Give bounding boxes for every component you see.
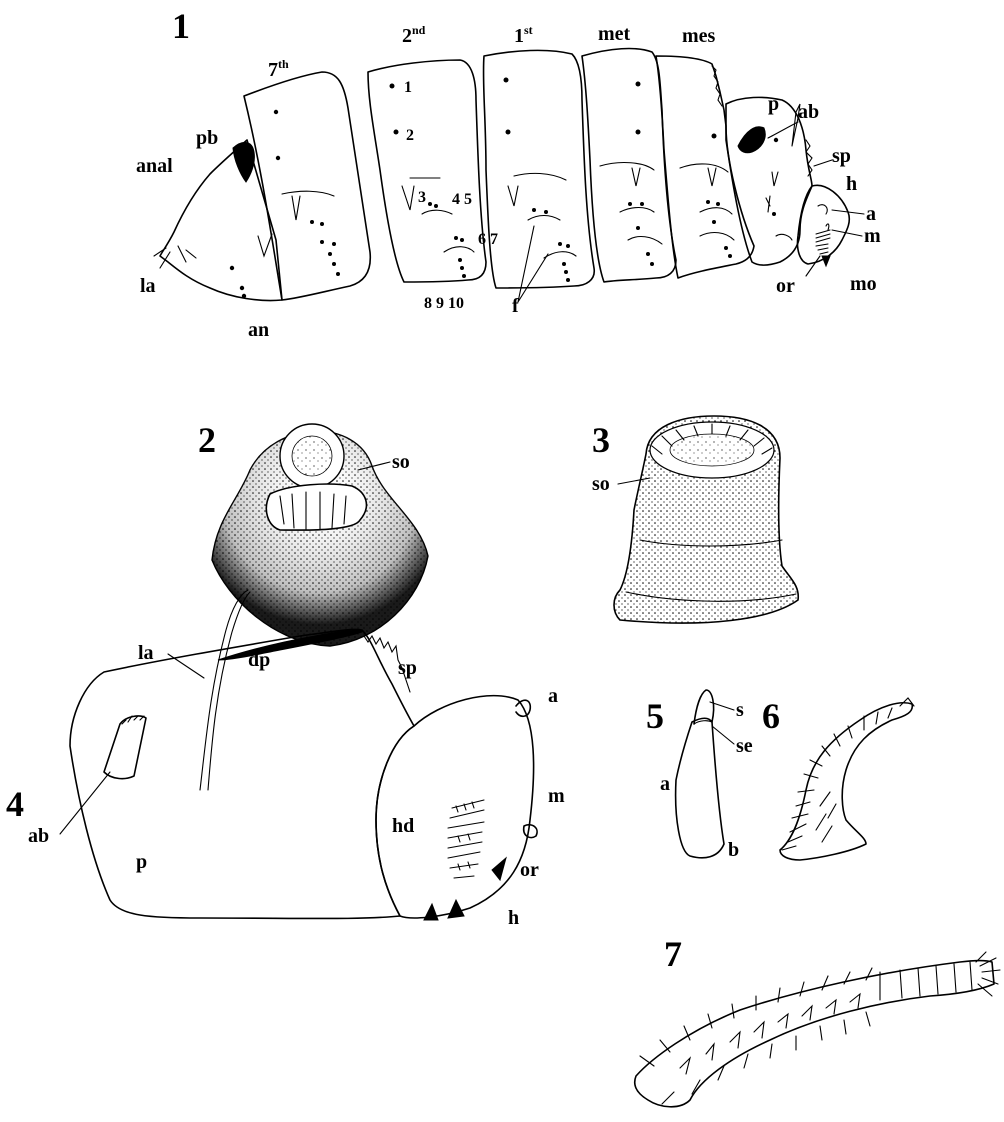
fig2-dome-center xyxy=(292,436,332,476)
label-sp: sp xyxy=(832,145,851,167)
figure-2-number: 2 xyxy=(198,420,216,460)
mesothorax-setae xyxy=(680,134,734,259)
segment-label-met: met xyxy=(598,23,631,45)
figure-3-sensory-organ-b: 3 so xyxy=(592,416,798,623)
segment-label-1st: 1st xyxy=(514,23,533,47)
fig4-oral-ridges xyxy=(448,800,484,878)
metathorax-outline xyxy=(582,49,676,282)
head-oral-ridges xyxy=(816,230,830,254)
fig2-label-so: so xyxy=(392,451,410,473)
segment-label-2nd: 2nd xyxy=(402,23,426,47)
fig7-segment-lines xyxy=(880,962,972,1000)
figure-3-number: 3 xyxy=(592,420,610,460)
label-h: h xyxy=(846,173,857,195)
fig4-lateral-seta xyxy=(200,590,250,790)
fig5-label-b: b xyxy=(728,839,739,861)
fig4-label-ab: ab xyxy=(28,825,49,847)
fig4-label-hd: hd xyxy=(392,815,414,837)
fig6-setae xyxy=(782,698,914,850)
fig3-label-so: so xyxy=(592,473,610,495)
mouth-hook xyxy=(822,256,830,266)
fig7-appendage-outline xyxy=(635,961,994,1107)
figure-7-appendage: 7 xyxy=(635,934,1000,1107)
segment-7-outline xyxy=(244,72,370,300)
mesothorax-outline xyxy=(656,56,754,278)
fig4-label-sp: sp xyxy=(398,657,417,679)
figure-2-sensory-organ-a: 2 so xyxy=(198,420,428,646)
segment-label-mes: mes xyxy=(682,25,716,47)
fig4-label-dp: dp xyxy=(248,649,270,671)
fig5-antenna-outline xyxy=(676,718,724,858)
figure-5-number: 5 xyxy=(646,696,664,736)
fig4-hook-1 xyxy=(492,858,506,880)
figure-6-mandible: 6 xyxy=(762,696,914,860)
mesothorax-spinules xyxy=(712,66,722,106)
label-mo: mo xyxy=(850,273,877,295)
segment-7-setae xyxy=(274,110,340,276)
seta-number-1: 1 xyxy=(404,79,412,96)
metathorax-setae xyxy=(600,82,662,267)
figure-6-number: 6 xyxy=(762,696,780,736)
label-m: m xyxy=(864,225,881,247)
figure-4-prothorax-head: 4 la dp sp a m hd or h p ab xyxy=(6,590,565,929)
figure-4-number: 4 xyxy=(6,784,24,824)
seta-number-4-5: 4 5 xyxy=(452,191,472,208)
fig5-label-se: se xyxy=(736,735,753,757)
fig4-label-a: a xyxy=(548,685,558,707)
fig4-ab-organ xyxy=(104,716,146,779)
seta-number-2: 2 xyxy=(406,127,414,144)
fig4-label-p: p xyxy=(136,851,147,873)
fig5-label-s: s xyxy=(736,699,744,721)
segment-2nd-setae xyxy=(390,84,475,279)
fig4-mandible xyxy=(524,825,537,838)
label-an: an xyxy=(248,319,269,341)
label-pb: pb xyxy=(196,127,218,149)
fig4-label-h: h xyxy=(508,907,519,929)
fig7-setae xyxy=(640,952,1000,1104)
seta-number-6-7: 6 7 xyxy=(478,231,498,248)
segment-label-7th: 7th xyxy=(268,57,289,81)
seta-number-8-9-10: 8 9 10 xyxy=(424,295,464,312)
fig4-hook-3 xyxy=(424,904,438,920)
prothorax-setae xyxy=(766,138,792,240)
head-antenna-mandible xyxy=(818,205,829,230)
fig4-label-la: la xyxy=(138,642,154,664)
label-or: or xyxy=(776,275,795,297)
fig5-leader-se xyxy=(712,726,734,744)
fig5-label-a: a xyxy=(660,773,670,795)
anal-dots xyxy=(230,266,246,298)
label-ab: ab xyxy=(798,101,819,123)
leader-or xyxy=(806,256,820,276)
leader-f xyxy=(518,226,548,302)
figure-1-number: 1 xyxy=(172,6,190,46)
posterior-black-plate xyxy=(233,142,254,182)
segment-1st-outline xyxy=(483,50,594,288)
label-anal: anal xyxy=(136,155,173,177)
fig4-label-or: or xyxy=(520,859,539,881)
anal-seta xyxy=(258,234,272,256)
fig5-segment-line xyxy=(694,721,712,724)
fig4-hook-2 xyxy=(448,900,464,918)
figure-5-antenna: 5 s se a b xyxy=(646,690,753,861)
segment-1st-setae xyxy=(504,78,577,283)
figure-7-number: 7 xyxy=(664,934,682,974)
fig4-leader-la xyxy=(168,654,204,678)
leader-sp xyxy=(814,160,832,166)
figure-1-larva-lateral: 1 7th 2nd 1st met mes xyxy=(136,6,881,341)
label-p: p xyxy=(768,93,779,115)
label-f: f xyxy=(512,295,519,317)
fig4-label-m: m xyxy=(548,785,565,807)
label-la: la xyxy=(140,275,156,297)
anal-segment-outline xyxy=(160,140,282,301)
label-a: a xyxy=(866,203,876,225)
fig2-papillae-ring xyxy=(266,484,366,530)
seta-number-3: 3 xyxy=(418,189,426,206)
head-capsule-outline xyxy=(797,185,849,264)
prothorax-black-plate xyxy=(738,127,765,153)
